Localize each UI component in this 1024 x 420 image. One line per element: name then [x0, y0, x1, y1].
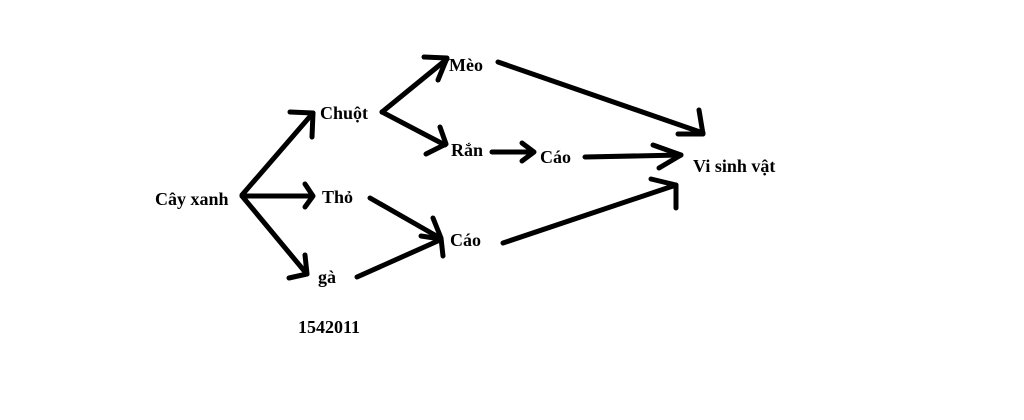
- node-cao-lower: Cáo: [450, 230, 481, 250]
- arrow-cay-xanh-to-chuot: [239, 109, 316, 198]
- node-meo: Mèo: [449, 55, 483, 75]
- arrow-cay-xanh-to-ga: [239, 193, 310, 281]
- caption-number: 1542011: [298, 317, 361, 337]
- arrow-cao-to-vi-sinh-vat: [582, 142, 684, 171]
- arrow-ga-to-cao: [354, 233, 444, 280]
- node-ran: Rắn: [451, 140, 484, 160]
- arrow-meo-to-vi-sinh-vat: [495, 59, 706, 137]
- arrow-chuot-to-ran: [379, 109, 449, 157]
- node-ga: gà: [318, 267, 336, 287]
- arrow-tho-to-cao: [367, 195, 446, 259]
- node-cay-xanh: Cây xanh: [155, 189, 229, 209]
- node-chuot: Chuột: [320, 103, 369, 123]
- arrow-cao-lower-to-vi-sinh-vat: [500, 176, 679, 246]
- node-vi-sinh-vat: Vi sinh vật: [693, 156, 776, 176]
- node-tho: Thỏ: [322, 187, 354, 207]
- node-cao-upper: Cáo: [540, 147, 571, 167]
- arrow-cay-xanh-to-tho: [239, 181, 316, 210]
- arrow-ran-to-cao: [489, 140, 537, 164]
- arrow-chuot-to-meo: [379, 54, 450, 115]
